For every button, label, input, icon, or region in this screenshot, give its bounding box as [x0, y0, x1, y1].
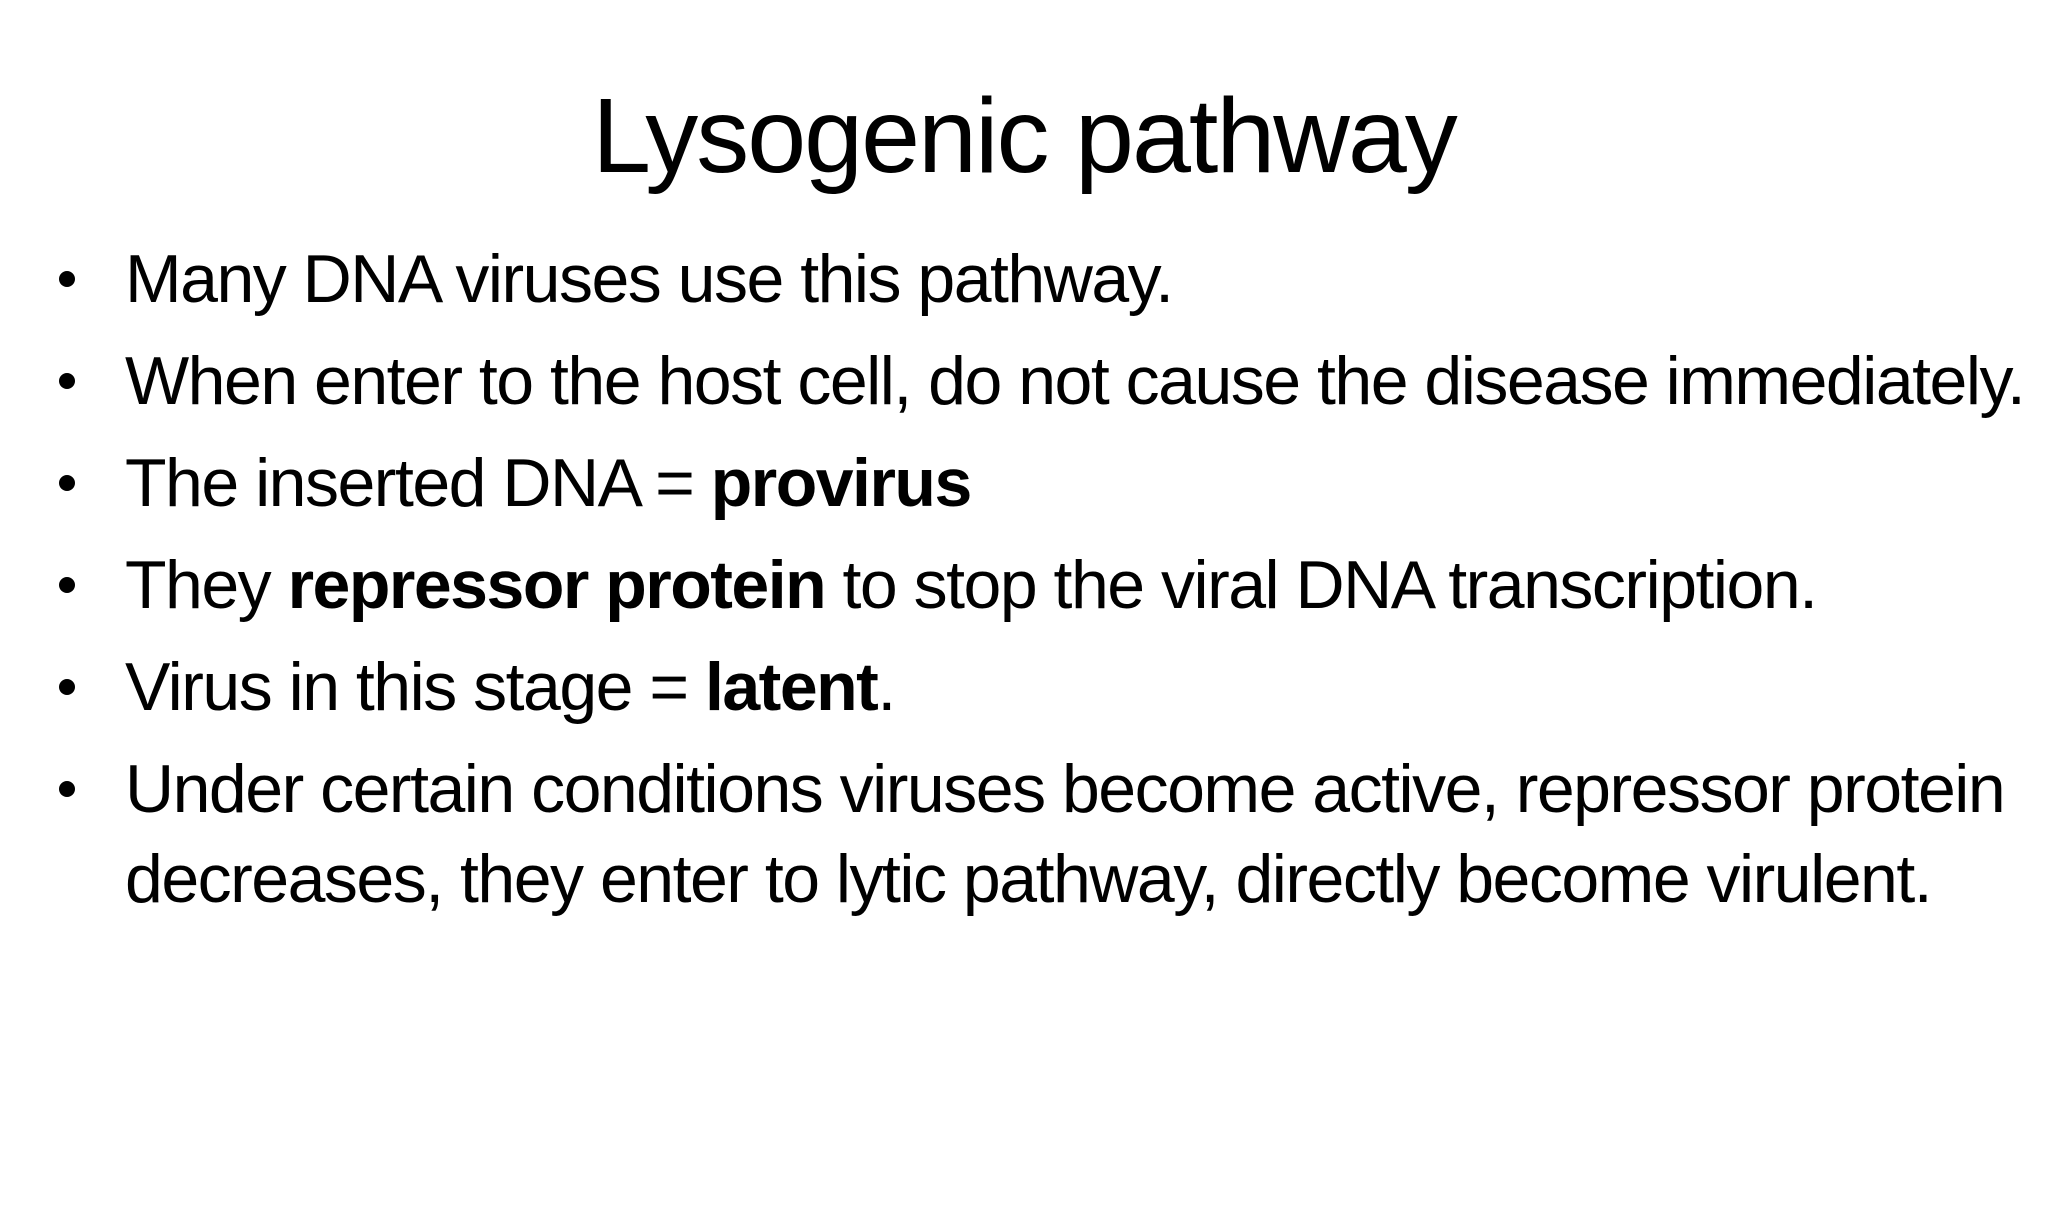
bullet-dot-icon	[57, 642, 125, 732]
bullet-text: The inserted DNA = provirus	[125, 438, 2030, 528]
bullet-item: They repressor protein to stop the viral…	[57, 540, 2048, 630]
bullet-item: When enter to the host cell, do not caus…	[57, 336, 2048, 426]
bullet-text-bold-segment: latent	[704, 648, 879, 725]
bullet-text-segment: Under certain conditions viruses become …	[125, 750, 2006, 917]
bullet-item: The inserted DNA = provirus	[57, 438, 2048, 528]
bullet-text-bold-segment: repressor protein	[287, 546, 827, 623]
bullet-text-bold-segment: provirus	[710, 444, 973, 521]
bullet-text: When enter to the host cell, do not caus…	[125, 336, 2030, 426]
bullet-text-segment: to stop the viral DNA transcription.	[825, 546, 1819, 623]
bullet-text-segment: Virus in this stage =	[125, 648, 705, 725]
bullet-item: Virus in this stage = latent.	[57, 642, 2048, 732]
bullet-dot-icon	[57, 336, 125, 426]
bullet-dot-icon	[57, 744, 125, 834]
bullet-text: Virus in this stage = latent.	[125, 642, 2030, 732]
bullet-text-segment: Many DNA viruses use this pathway.	[125, 240, 1174, 317]
bullet-item: Many DNA viruses use this pathway.	[57, 234, 2048, 324]
bullet-list: Many DNA viruses use this pathway. When e…	[57, 234, 2048, 924]
bullet-dot-icon	[57, 540, 125, 630]
bullet-text: Many DNA viruses use this pathway.	[125, 234, 2030, 324]
bullet-text-segment: When enter to the host cell, do not caus…	[125, 342, 2026, 419]
bullet-text: Under certain conditions viruses become …	[125, 744, 2030, 924]
bullet-dot-icon	[57, 234, 125, 324]
bullet-text-segment: The inserted DNA =	[125, 444, 711, 521]
slide: Lysogenic pathway Many DNA viruses use t…	[0, 68, 2048, 1220]
bullet-text-segment: .	[877, 648, 896, 725]
bullet-text: They repressor protein to stop the viral…	[125, 540, 2030, 630]
bullet-item: Under certain conditions viruses become …	[57, 744, 2048, 924]
bullet-dot-icon	[57, 438, 125, 528]
bullet-text-segment: They	[125, 546, 288, 623]
slide-title: Lysogenic pathway	[592, 77, 1458, 195]
